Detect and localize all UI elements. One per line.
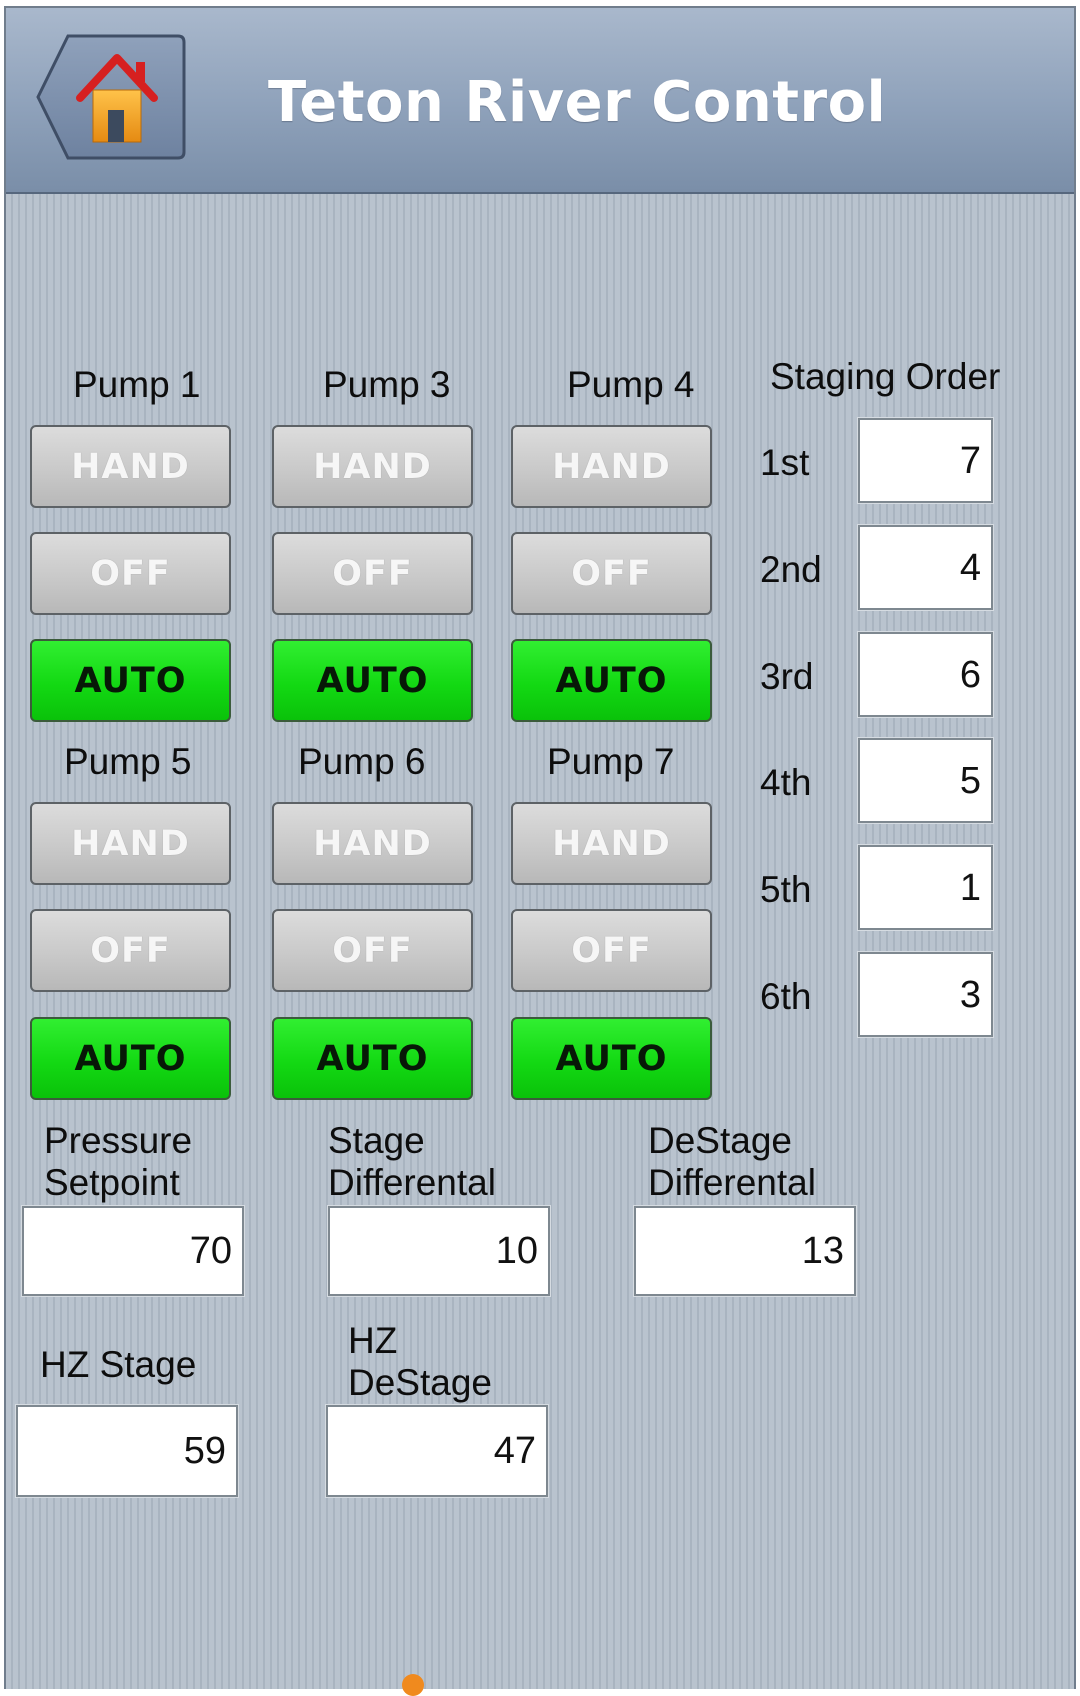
- pump-3-off-button[interactable]: OFF: [272, 532, 473, 615]
- pump-5-hand-button[interactable]: HAND: [30, 802, 231, 885]
- pressure-setpoint-label-line2: Setpoint: [44, 1162, 180, 1203]
- pump-1-hand-button[interactable]: HAND: [30, 425, 231, 508]
- pump-4-off-button[interactable]: OFF: [511, 532, 712, 615]
- staging-label-3rd: 3rd: [760, 656, 814, 697]
- pump-7-off-button[interactable]: OFF: [511, 909, 712, 992]
- stage-differental-field[interactable]: 10: [328, 1206, 550, 1296]
- staging-1st-field[interactable]: 7: [858, 418, 993, 503]
- staging-3rd-field[interactable]: 6: [858, 632, 993, 717]
- staging-label-6th: 6th: [760, 976, 812, 1017]
- pump-3-label: Pump 3: [323, 364, 451, 405]
- home-button[interactable]: [36, 32, 186, 162]
- staging-5th-field[interactable]: 1: [858, 845, 993, 930]
- screen-frame: Teton River Control Pump 1 Pump 3 Pump 4…: [4, 6, 1076, 1689]
- header-bar: Teton River Control: [6, 8, 1074, 194]
- pressure-setpoint-field[interactable]: 70: [22, 1206, 244, 1296]
- staging-6th-field[interactable]: 3: [858, 952, 993, 1037]
- staging-label-5th: 5th: [760, 869, 812, 910]
- page-title: Teton River Control: [268, 70, 887, 135]
- staging-label-4th: 4th: [760, 762, 812, 803]
- pump-7-auto-button[interactable]: AUTO: [511, 1017, 712, 1100]
- pump-4-hand-button[interactable]: HAND: [511, 425, 712, 508]
- pump-6-hand-button[interactable]: HAND: [272, 802, 473, 885]
- staging-label-2nd: 2nd: [760, 549, 822, 590]
- pump-4-auto-button[interactable]: AUTO: [511, 639, 712, 722]
- pressure-setpoint-label-line1: Pressure: [44, 1120, 193, 1161]
- staging-2nd-field[interactable]: 4: [858, 525, 993, 610]
- hz-stage-label: HZ Stage: [40, 1344, 197, 1385]
- pump-1-label: Pump 1: [73, 364, 201, 405]
- stage-differental-label-line1: Stage: [328, 1120, 425, 1161]
- pump-5-off-button[interactable]: OFF: [30, 909, 231, 992]
- pump-5-auto-button[interactable]: AUTO: [30, 1017, 231, 1100]
- home-icon: [36, 34, 186, 160]
- pump-6-off-button[interactable]: OFF: [272, 909, 473, 992]
- staging-order-title: Staging Order: [770, 356, 1001, 397]
- pump-6-label: Pump 6: [298, 741, 426, 782]
- pump-4-label: Pump 4: [567, 364, 695, 405]
- destage-differental-field[interactable]: 13: [634, 1206, 856, 1296]
- hz-destage-field[interactable]: 47: [326, 1405, 548, 1497]
- pump-1-auto-button[interactable]: AUTO: [30, 639, 231, 722]
- staging-4th-field[interactable]: 5: [858, 738, 993, 823]
- stage-differental-label-line2: Differental: [328, 1162, 496, 1203]
- hz-stage-field[interactable]: 59: [16, 1405, 238, 1497]
- page-indicator-dot: [402, 1674, 424, 1696]
- pump-7-hand-button[interactable]: HAND: [511, 802, 712, 885]
- staging-label-1st: 1st: [760, 442, 810, 483]
- pump-3-auto-button[interactable]: AUTO: [272, 639, 473, 722]
- pump-3-hand-button[interactable]: HAND: [272, 425, 473, 508]
- pump-1-off-button[interactable]: OFF: [30, 532, 231, 615]
- pump-5-label: Pump 5: [64, 741, 192, 782]
- destage-differental-label-line2: Differental: [648, 1162, 816, 1203]
- pump-7-label: Pump 7: [547, 741, 675, 782]
- hz-destage-label-line2: DeStage: [348, 1362, 492, 1403]
- hz-destage-label-line1: HZ: [348, 1320, 398, 1361]
- destage-differental-label-line1: DeStage: [648, 1120, 792, 1161]
- pump-6-auto-button[interactable]: AUTO: [272, 1017, 473, 1100]
